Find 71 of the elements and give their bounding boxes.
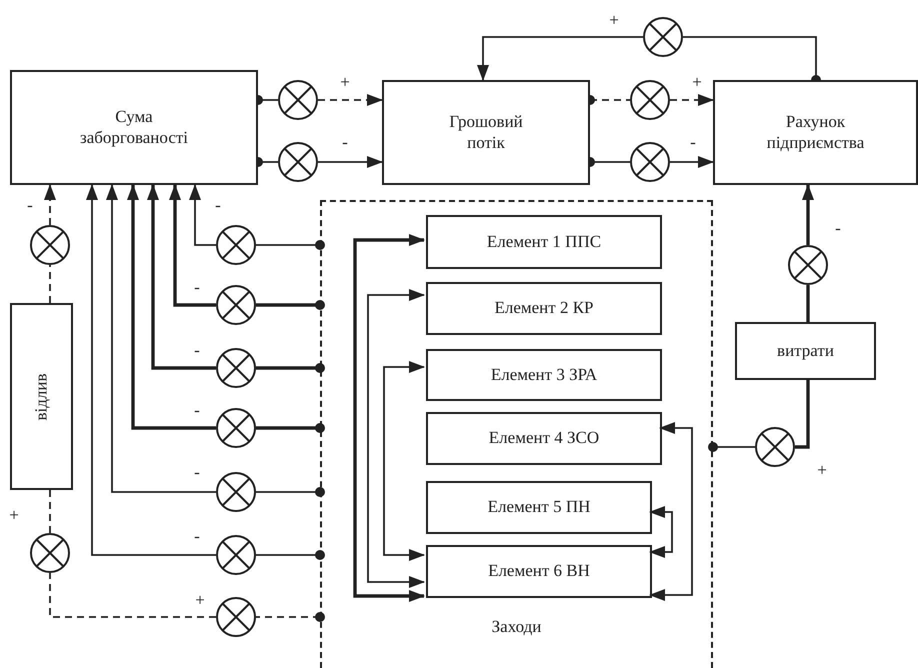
arrow <box>367 289 425 588</box>
multiplier-symbol <box>278 80 318 120</box>
connector-line <box>256 550 325 560</box>
process-box <box>426 282 662 335</box>
multiplier-symbol <box>216 348 256 388</box>
process-box <box>735 322 876 380</box>
connector-line <box>49 265 51 303</box>
process-box <box>10 70 258 185</box>
arrow <box>169 184 216 307</box>
box-label: Грошовий потік <box>448 112 524 153</box>
group-region <box>320 200 713 668</box>
arrow <box>318 156 383 168</box>
connector-line <box>49 573 216 618</box>
group-label: Заходи <box>492 617 542 637</box>
process-box <box>426 481 652 534</box>
connector-line <box>256 363 325 373</box>
connector-line <box>256 423 325 433</box>
arrow <box>649 422 693 601</box>
box-label: Елемент 2 КР <box>494 298 594 319</box>
arrow <box>353 234 425 602</box>
connector-line <box>256 240 325 250</box>
arrow <box>189 184 216 246</box>
arrow <box>86 184 216 556</box>
box-label: Елемент 3 ЗРА <box>490 364 598 386</box>
arrow <box>127 184 216 430</box>
multiplier-symbol <box>278 142 318 182</box>
connector-line <box>795 380 810 449</box>
box-label: Елемент 4 ЗСО <box>488 428 600 449</box>
arrow <box>383 361 425 561</box>
arrow <box>649 506 673 558</box>
connector-line <box>256 300 325 310</box>
arrow <box>147 184 216 370</box>
multiplier-symbol <box>216 472 256 512</box>
multiplier-symbol <box>630 142 670 182</box>
connector-line <box>49 490 51 533</box>
multiplier-symbol <box>216 597 256 637</box>
box-label: Сума заборгованості <box>78 107 190 148</box>
arrow <box>318 94 383 106</box>
arrow <box>44 184 56 225</box>
arrow <box>106 184 216 493</box>
multiplier-symbol <box>788 245 828 285</box>
box-label: Елемент 1 ППС <box>486 232 602 252</box>
multiplier-symbol <box>216 408 256 448</box>
process-box <box>426 545 652 598</box>
process-box <box>713 80 918 185</box>
process-box <box>426 349 662 401</box>
connector-line <box>256 487 325 497</box>
arrow <box>802 184 814 245</box>
box-label: відлив <box>32 373 52 420</box>
arrow <box>670 156 714 168</box>
connector-line <box>806 285 810 322</box>
process-box <box>10 303 73 490</box>
process-box <box>382 80 590 185</box>
arrow <box>477 36 643 81</box>
box-label: Елемент 5 ПН <box>488 497 590 518</box>
multiplier-symbol <box>216 535 256 575</box>
multiplier-symbol <box>643 17 683 57</box>
box-label: витрати <box>777 340 834 362</box>
box-label: Елемент 6 ВН <box>488 561 590 582</box>
multiplier-symbol <box>630 80 670 120</box>
process-box <box>426 215 662 269</box>
multiplier-symbol <box>755 427 795 467</box>
connector-line <box>256 612 325 622</box>
multiplier-symbol <box>30 225 70 265</box>
box-label: Рахунок підприємства <box>766 112 866 153</box>
connector-line <box>708 442 755 452</box>
arrow <box>670 94 714 106</box>
process-box <box>426 412 662 465</box>
multiplier-symbol <box>216 225 256 265</box>
multiplier-symbol <box>30 533 70 573</box>
multiplier-symbol <box>216 285 256 325</box>
